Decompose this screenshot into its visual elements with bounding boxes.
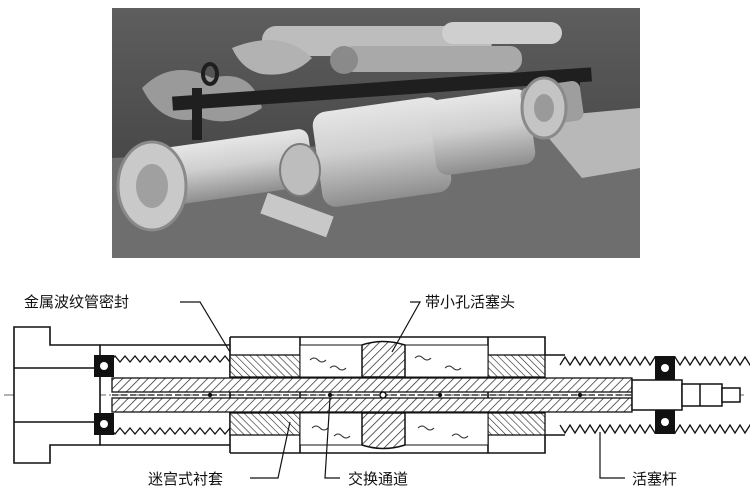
labyrinth-sleeve-upper (229, 354, 546, 378)
piston-head (361, 340, 406, 450)
label-piston-head: 带小孔活塞头 (425, 293, 515, 311)
left-seal-block (94, 355, 114, 435)
wood-block (260, 192, 334, 238)
damper-body (116, 76, 584, 232)
leader-lines (180, 301, 625, 479)
damper-cross-section: 金属波纹管密封 带小孔活塞头 迷宫式衬套 交换通道 活塞杆 (4, 293, 750, 488)
bellows-left-lower (109, 426, 241, 436)
rod-end (631, 379, 741, 411)
right-seal-block (655, 356, 675, 434)
label-bellows-seal: 金属波纹管密封 (24, 293, 129, 311)
label-labyrinth-sleeve: 迷宫式衬套 (148, 470, 223, 488)
fluid-chamber-left (299, 344, 363, 446)
damper-photo (112, 8, 640, 258)
piston-rod (111, 377, 633, 413)
label-piston-rod: 活塞杆 (632, 470, 677, 488)
left-end-flange (13, 326, 101, 464)
background-pipes (262, 22, 562, 74)
labyrinth-sleeve-lower (229, 412, 546, 436)
label-exchange-channel: 交换通道 (348, 470, 408, 488)
exchange-channel (207, 392, 583, 398)
bellows-left-upper (109, 354, 241, 364)
